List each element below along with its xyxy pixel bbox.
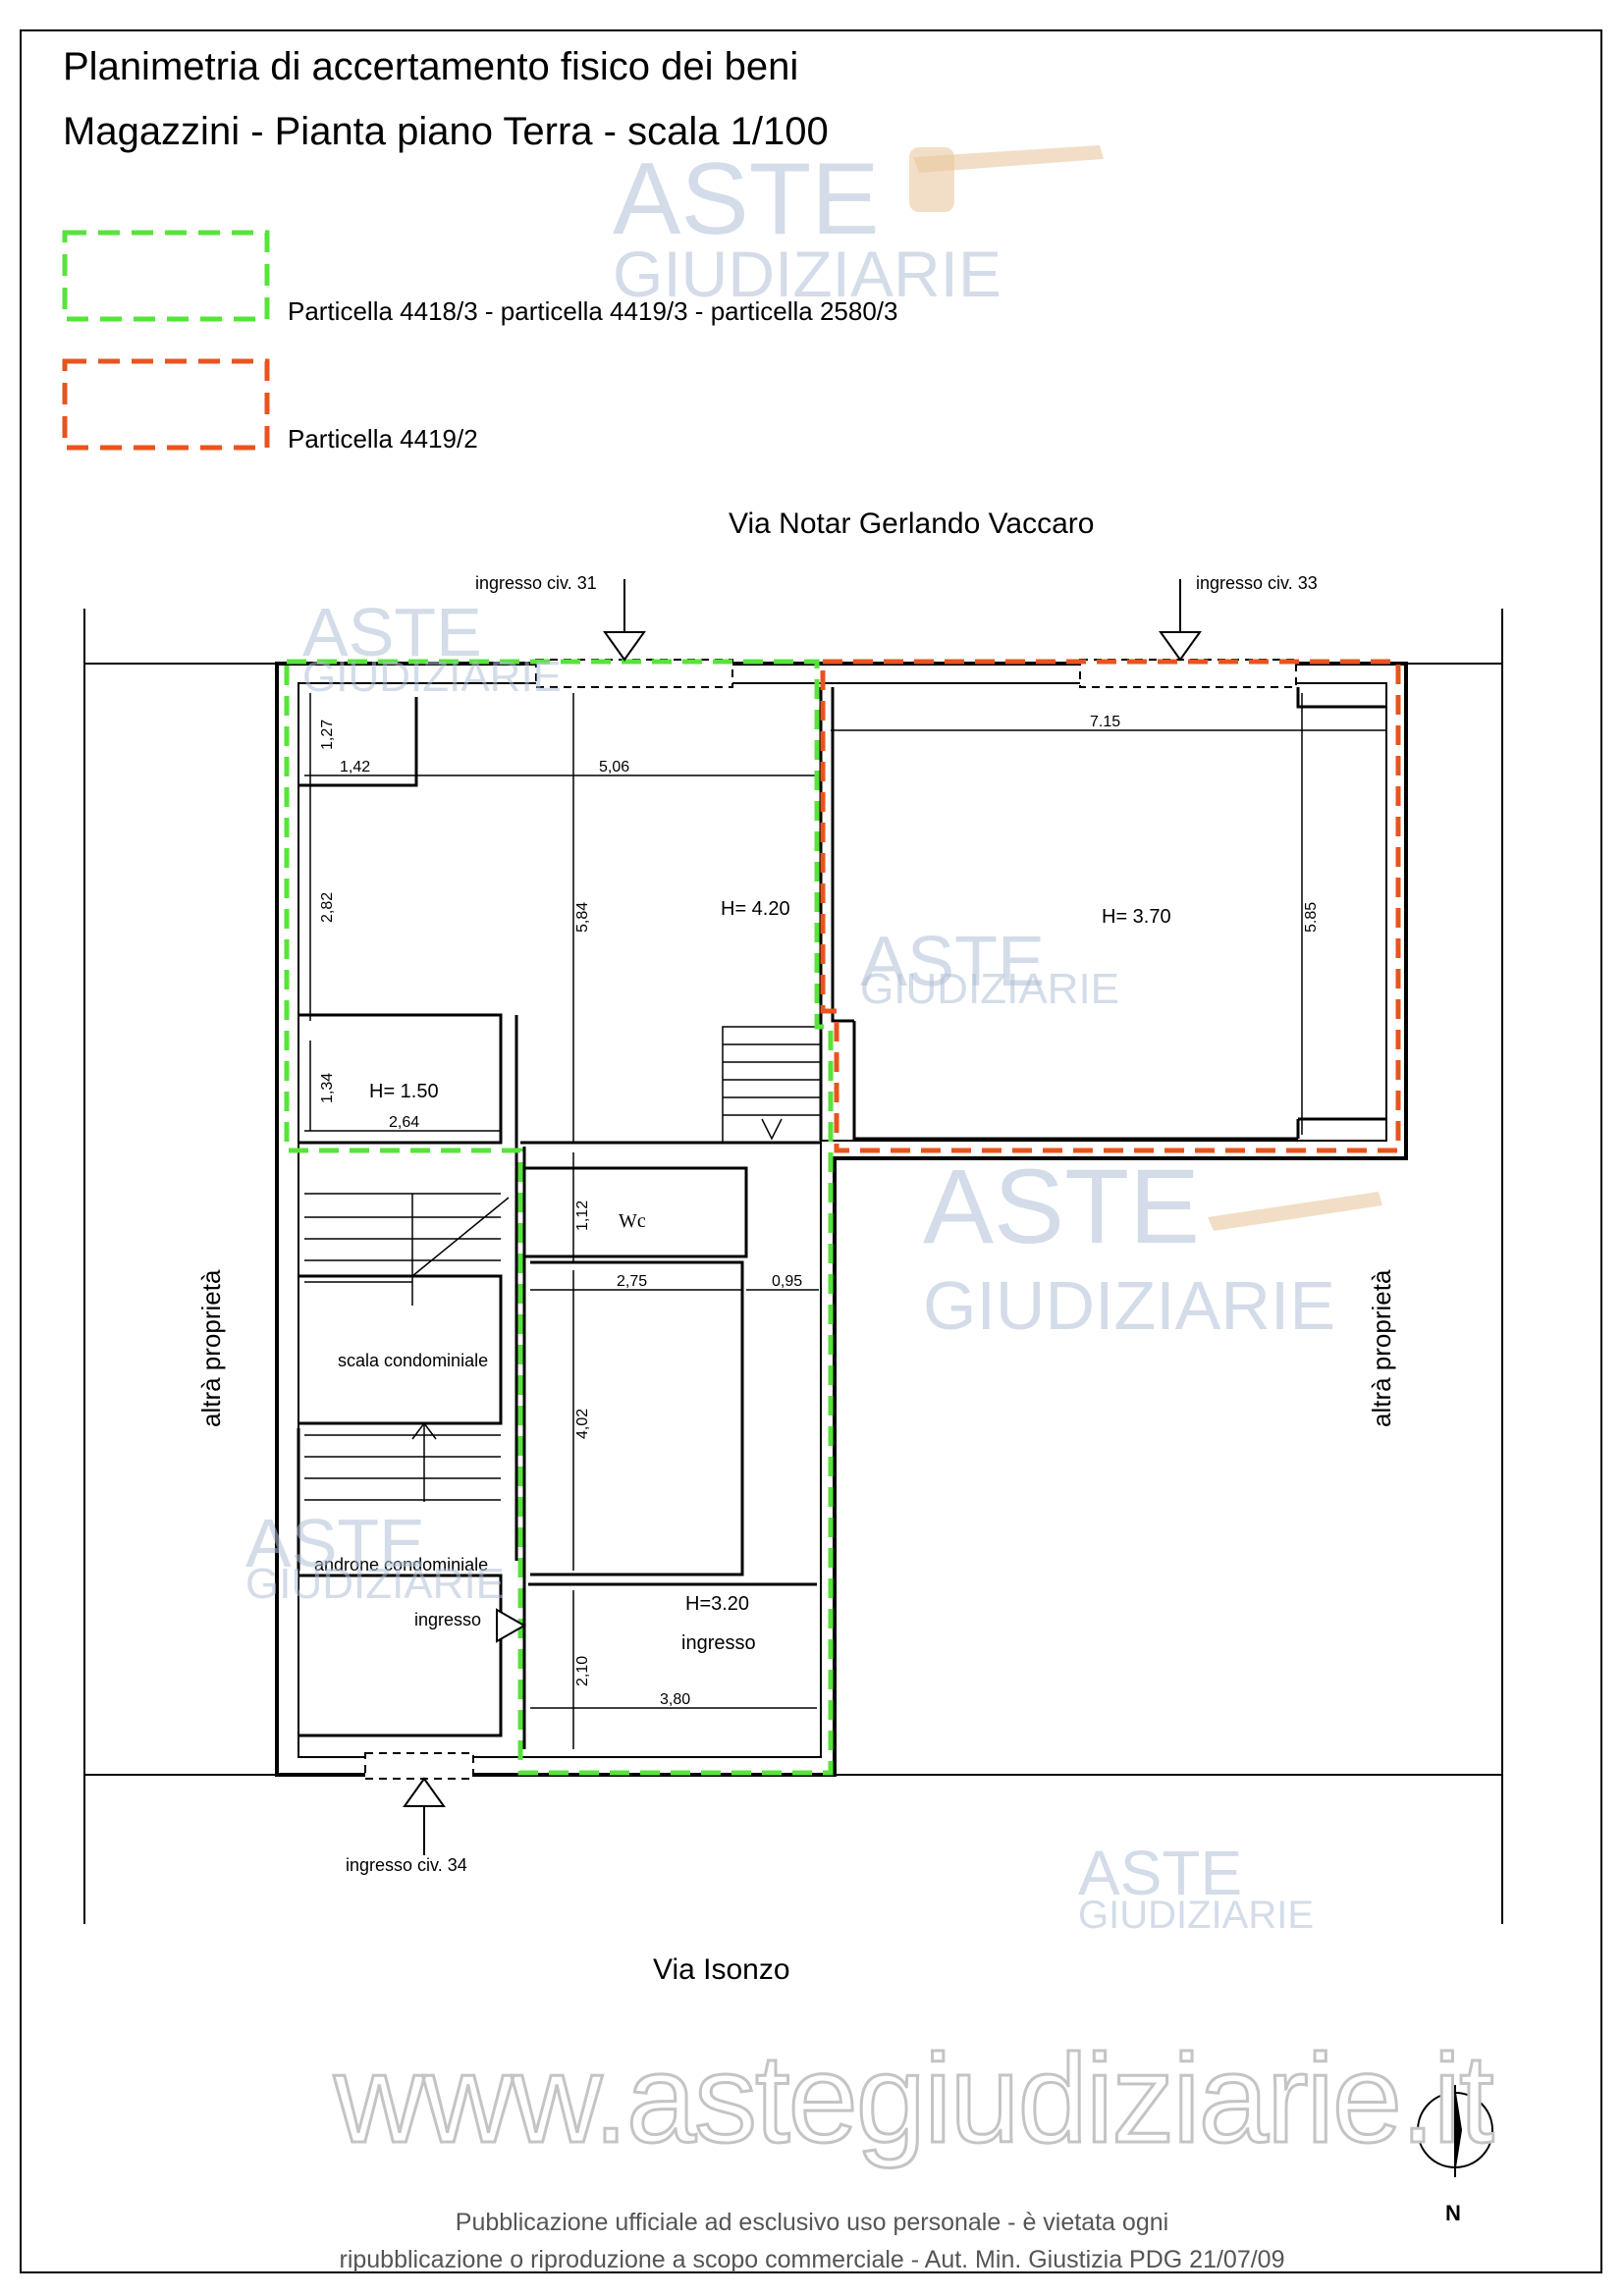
boundary-orange <box>820 659 1401 1153</box>
watermark-aste: ASTE <box>613 142 880 256</box>
watermark-giudiziarie: GIUDIZIARIE <box>613 238 1001 310</box>
watermark-group: ASTE GIUDIZIARIE ASTE GIUDIZIARIE ASTE G… <box>245 142 1382 1937</box>
dim-506: 5,06 <box>599 759 629 775</box>
dim-264: 2,64 <box>389 1114 419 1131</box>
watermark-giudiziarie: GIUDIZIARIE <box>245 1560 505 1608</box>
watermark-gavel-icon <box>1208 1192 1382 1231</box>
stairs <box>304 1026 822 1502</box>
street-south: Via Isonzo <box>653 1953 790 1986</box>
watermark-aste: ASTE <box>302 594 482 670</box>
label-neighbor-left: altrà proprietà <box>196 1269 226 1427</box>
dim-585: 5.85 <box>1303 902 1320 933</box>
label-h-main-right: H= 3.70 <box>1102 906 1171 928</box>
footer-line-1: Pubblicazione ufficiale ad esclusivo uso… <box>455 2209 1169 2236</box>
label-h-small: H= 1.50 <box>369 1081 439 1102</box>
dim-715: 7.15 <box>1090 714 1120 730</box>
dim-134: 1,34 <box>319 1073 336 1103</box>
footer-line-2: ripubblicazione o riproduzione a scopo c… <box>339 2246 1285 2273</box>
dim-584: 5,84 <box>574 902 591 933</box>
street-north: Via Notar Gerlando Vaccaro <box>729 507 1095 540</box>
label-h-entry: H=3.20 <box>685 1593 749 1615</box>
north-arrow-icon <box>1417 2085 1493 2177</box>
openings <box>364 659 1297 1780</box>
site-boundaries <box>83 609 1503 1924</box>
label-neighbor-right: altrà proprietà <box>1367 1269 1396 1427</box>
dim-210: 2,10 <box>574 1656 591 1686</box>
entrance-arrow-internal <box>496 1608 527 1643</box>
legend-swatches <box>62 230 270 451</box>
watermark-gavel-head <box>909 147 954 212</box>
watermark-giudiziarie: GIUDIZIARIE <box>923 1267 1335 1344</box>
page-frame <box>20 29 1602 2273</box>
dimension-lines <box>304 693 1386 1749</box>
watermark-giudiziarie: GIUDIZIARIE <box>860 965 1119 1013</box>
label-h-main-left: H= 4.20 <box>721 898 790 920</box>
entrance-markers <box>403 579 1202 1855</box>
title-line-2: Magazzini - Pianta piano Terra - scala 1… <box>63 110 829 153</box>
entrance-arrow-civ31 <box>603 631 646 662</box>
dim-380: 3,80 <box>660 1691 690 1708</box>
dim-275: 2,75 <box>617 1273 647 1290</box>
entrance-arrow-civ33 <box>1159 631 1202 662</box>
watermark-site: www.astegiudiziarie.it <box>333 2028 1496 2171</box>
label-entrance-civ31: ingresso civ. 31 <box>475 573 597 593</box>
boundary-green <box>284 659 834 1776</box>
north-label: N <box>1445 2201 1461 2225</box>
watermark-aste: ASTE <box>1078 1838 1242 1908</box>
watermark-aste: ASTE <box>245 1505 425 1581</box>
label-entry: ingresso <box>681 1632 756 1654</box>
watermark-aste: ASTE <box>860 923 1045 1001</box>
watermark-aste: ASTE <box>923 1147 1200 1265</box>
label-entrance-civ33: ingresso civ. 33 <box>1196 573 1318 593</box>
label-entrance-internal: ingresso <box>414 1610 481 1629</box>
dim-282: 2,82 <box>319 892 336 923</box>
legend-swatch-orange <box>62 358 270 451</box>
label-entrance-civ34: ingresso civ. 34 <box>346 1855 467 1875</box>
label-wc: Wc <box>619 1210 646 1232</box>
entrance-arrow-civ34 <box>403 1777 446 1807</box>
watermark-giudiziarie: GIUDIZIARIE <box>1078 1894 1314 1937</box>
dim-127: 1,27 <box>319 720 336 750</box>
watermark-gavel-icon <box>913 145 1104 173</box>
watermark-giudiziarie: GIUDIZIARIE <box>302 653 562 701</box>
title-line-1: Planimetria di accertamento fisico dei b… <box>63 45 799 88</box>
label-stair: scala condominiale <box>338 1351 488 1370</box>
dim-142: 1,42 <box>340 759 370 775</box>
legend-label-green: Particella 4418/3 - particella 4419/3 - … <box>288 296 898 326</box>
dim-112: 1,12 <box>574 1201 591 1231</box>
legend-swatch-green <box>62 230 270 322</box>
legend-label-orange: Particella 4419/2 <box>288 424 478 454</box>
dim-095: 0,95 <box>772 1273 802 1290</box>
label-hall: androne condominiale <box>314 1555 488 1575</box>
dim-402: 4,02 <box>574 1409 591 1439</box>
interior-walls <box>297 687 1386 1749</box>
